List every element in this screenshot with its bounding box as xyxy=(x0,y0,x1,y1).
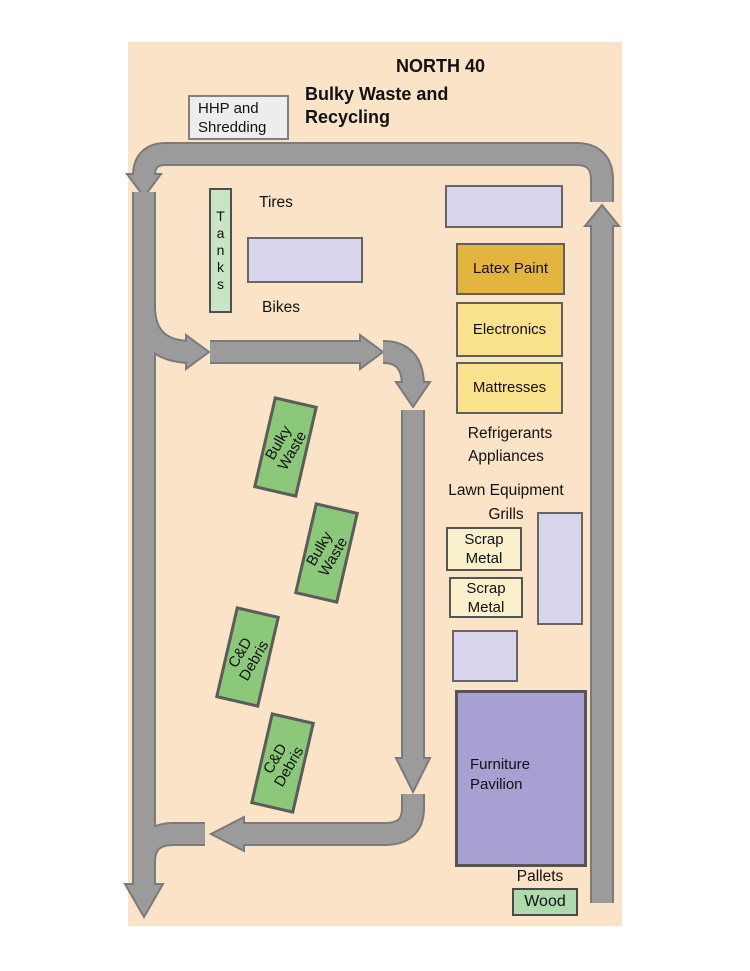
tanks-letter: n xyxy=(216,242,225,258)
mattresses-label: Mattresses xyxy=(472,379,547,396)
tires-label: Tires xyxy=(259,194,293,211)
tanks-letter: k xyxy=(217,259,224,275)
flow-arrows xyxy=(123,173,622,920)
refrigerants-label: Refrigerants xyxy=(467,425,553,442)
page-title-line1: NORTH 40 xyxy=(396,56,486,76)
hhp-shredding-zone: HHP and Shredding xyxy=(188,95,289,140)
electronics-label: Electronics xyxy=(472,320,547,338)
wood-pallets-zone: Wood xyxy=(512,888,578,916)
scrap-metal-zone-1: Scrap Metal xyxy=(446,527,522,571)
arrow-left-bottom-icon xyxy=(208,815,245,853)
appliances-label: Appliances xyxy=(468,448,544,465)
electronics-zone: Electronics xyxy=(456,302,563,357)
scrap-metal-label: Scrap xyxy=(464,531,504,548)
tanks-letter: T xyxy=(216,208,225,224)
page-title-line3: Recycling xyxy=(305,107,391,127)
storage-zone-small xyxy=(452,630,518,682)
arrow-down-mid-bottom-icon xyxy=(394,757,432,795)
latex-paint-label: Latex Paint xyxy=(472,260,549,277)
tanks-letter: s xyxy=(217,276,224,292)
arrow-down-exit-icon xyxy=(123,883,165,920)
grills-label: Grills xyxy=(488,506,524,523)
tanks-zone: T a n k s xyxy=(209,188,232,313)
latex-paint-zone: Latex Paint xyxy=(456,243,565,295)
furniture-pavilion-zone: Furniture Pavilion xyxy=(455,690,587,867)
road-surfaces xyxy=(134,144,612,903)
scrap-metal-label: Metal xyxy=(465,550,503,567)
lawn-equipment-label: Lawn Equipment xyxy=(448,482,564,499)
tanks-letter: a xyxy=(216,225,225,241)
furniture-pavilion-label: Furniture xyxy=(470,756,531,773)
page-title-line2: Bulky Waste and xyxy=(305,84,449,104)
scrap-metal-zone-2: Scrap Metal xyxy=(449,577,523,618)
storage-zone-tall xyxy=(537,512,583,625)
wood-label: Wood xyxy=(524,893,566,910)
scrap-metal-label: Metal xyxy=(467,598,505,616)
arrow-right-mid-icon xyxy=(359,333,385,371)
hhp-label-line2: Shredding xyxy=(198,118,267,136)
pallets-label: Pallets xyxy=(516,868,564,885)
mattresses-zone: Mattresses xyxy=(456,362,563,414)
bikes-label: Bikes xyxy=(262,299,300,316)
scrap-metal-label: Scrap xyxy=(466,579,506,597)
furniture-pavilion-label: Pavilion xyxy=(470,776,523,793)
storage-zone-top-right xyxy=(445,185,563,228)
bikes-zone xyxy=(247,237,363,283)
hhp-label-line1: HHP and xyxy=(198,99,259,117)
